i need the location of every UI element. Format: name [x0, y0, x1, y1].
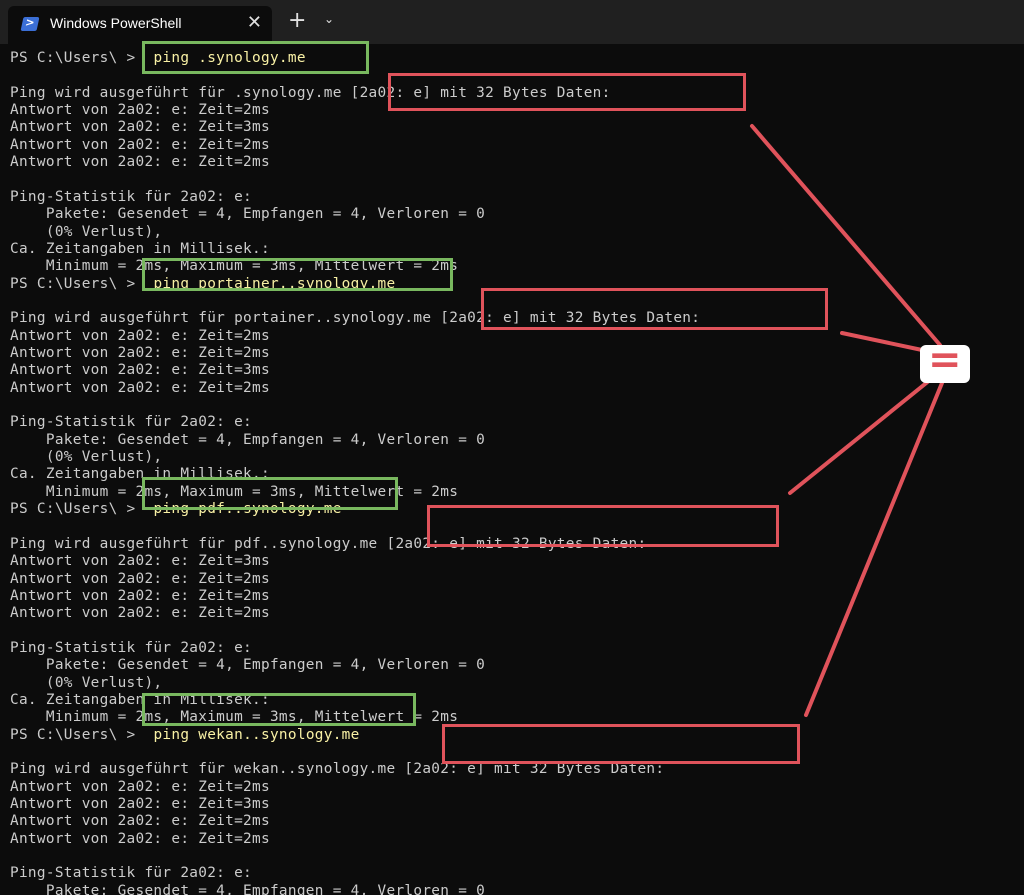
output-line: Pakete: Gesendet = 4, Empfangen = 4, Ver… — [10, 431, 486, 448]
address-highlight — [442, 724, 800, 764]
output-line: Ca. Zeitangaben in Millisek.: — [10, 240, 270, 257]
output-line: Ping-Statistik für 2a02: e: — [10, 414, 253, 431]
output-line: Pakete: Gesendet = 4, Empfangen = 4, Ver… — [10, 206, 486, 223]
prompt: PS C:\Users\ > — [10, 501, 136, 518]
output-line: Antwort von 2a02: e: Zeit=2ms — [10, 830, 270, 847]
close-tab-button[interactable]: ✕ — [246, 12, 262, 33]
output-line: Ping-Statistik für 2a02: e: — [10, 639, 253, 656]
equals-badge: = — [920, 337, 970, 383]
output-line: Ping-Statistik für 2a02: e: — [10, 865, 253, 882]
prompt-line: PS C:\Users\ > ping wekan..synology.me — [10, 727, 360, 744]
output-line: Minimum = 2ms, Maximum = 3ms, Mittelwert… — [10, 709, 459, 726]
output-line: (0% Verlust), — [10, 674, 163, 691]
output-line: Antwort von 2a02: e: Zeit=3ms — [10, 119, 270, 136]
output-line: Ping wird ausgeführt für wekan..synology… — [10, 761, 665, 778]
command-text: ping .synology.me — [153, 50, 306, 66]
title-bar: > Windows PowerShell ✕ + ⌄ — [0, 0, 1024, 44]
output-line: Antwort von 2a02: e: Zeit=2ms — [10, 154, 270, 171]
new-tab-button[interactable]: + — [288, 8, 307, 33]
output-line: Antwort von 2a02: e: Zeit=3ms — [10, 362, 270, 379]
output-line: Pakete: Gesendet = 4, Empfangen = 4, Ver… — [10, 882, 486, 895]
output-line: Ping wird ausgeführt für pdf..synology.m… — [10, 535, 647, 552]
output-line: Antwort von 2a02: e: Zeit=2ms — [10, 605, 270, 622]
output-line: Antwort von 2a02: e: Zeit=2ms — [10, 344, 270, 361]
tab-title: Windows PowerShell — [50, 15, 182, 31]
output-line: Ping-Statistik für 2a02: e: — [10, 188, 253, 205]
prompt: PS C:\Users\ > — [10, 726, 136, 743]
output-line: Antwort von 2a02: e: Zeit=2ms — [10, 570, 270, 587]
equals-symbol: = — [928, 337, 962, 383]
prompt: PS C:\Users\ > — [10, 50, 136, 66]
address-highlight — [481, 288, 828, 330]
output-line: Ping wird ausgeführt für portainer..syno… — [10, 310, 701, 327]
command-highlight — [142, 693, 416, 726]
output-line: (0% Verlust), — [10, 449, 163, 466]
tab-powershell[interactable]: > Windows PowerShell ✕ — [8, 6, 272, 44]
output-line: Antwort von 2a02: e: Zeit=2ms — [10, 379, 270, 396]
address-highlight — [388, 73, 746, 111]
command-highlight — [142, 477, 398, 510]
command-highlight — [142, 41, 369, 74]
address-highlight — [427, 505, 779, 547]
output-line: (0% Verlust), — [10, 223, 163, 240]
prompt-line: PS C:\Users\ > ping .synology.me — [10, 50, 306, 67]
output-line: Antwort von 2a02: e: Zeit=3ms — [10, 796, 270, 813]
prompt: PS C:\Users\ > — [10, 275, 136, 292]
output-line: Antwort von 2a02: e: Zeit=2ms — [10, 327, 270, 344]
output-line: Antwort von 2a02: e: Zeit=2ms — [10, 813, 270, 830]
output-line: Antwort von 2a02: e: Zeit=3ms — [10, 553, 270, 570]
output-line: Antwort von 2a02: e: Zeit=2ms — [10, 778, 270, 795]
output-line: Antwort von 2a02: e: Zeit=2ms — [10, 587, 270, 604]
output-line: Antwort von 2a02: e: Zeit=2ms — [10, 102, 270, 119]
prompt-line: PS C:\Users\ > ping portainer..synology.… — [10, 276, 395, 293]
command-text: ping portainer..synology.me — [153, 275, 396, 292]
output-line: Minimum = 2ms, Maximum = 3ms, Mittelwert… — [10, 483, 459, 500]
chevron-down-icon[interactable]: ⌄ — [324, 12, 335, 26]
command-text: ping wekan..synology.me — [153, 726, 360, 743]
command-highlight — [142, 258, 453, 291]
output-line: Ping wird ausgeführt für .synology.me [2… — [10, 84, 611, 101]
output-line: Pakete: Gesendet = 4, Empfangen = 4, Ver… — [10, 657, 486, 674]
output-line: Antwort von 2a02: e: Zeit=2ms — [10, 136, 270, 153]
